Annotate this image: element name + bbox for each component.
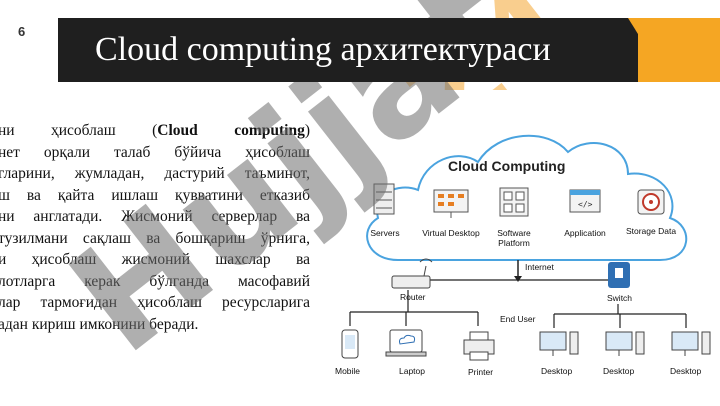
laptop-icon [385, 329, 427, 357]
body-line: лар тармоғидан ҳисоблаш ресурсларига [0, 294, 310, 311]
cloud-title: Cloud Computing [448, 158, 566, 174]
body-line: ни англатади. Жисмоний серверлар ва [0, 208, 310, 225]
svg-text:</>: </> [578, 200, 593, 209]
device-label-printer: Printer [468, 367, 494, 377]
device-label-desktop-3: Desktop [670, 366, 702, 376]
header-dark-band [58, 18, 638, 82]
diagram-svg: </> [341, 134, 711, 361]
device-label-desktop-1: Desktop [541, 366, 573, 376]
desktop-icon [605, 331, 645, 356]
internet-label: Internet [525, 262, 554, 272]
body-line: ни ҳисоблаш (Cloud computing) [0, 122, 310, 139]
server-rack-icon [373, 183, 395, 215]
virtual-desktop-icon [433, 189, 469, 218]
service-label-application: Application [564, 228, 606, 238]
device-label-laptop: Laptop [399, 366, 425, 376]
body-line: ш ва қайта ишлаш қувватини етказиб [0, 186, 310, 204]
body-line: тузилмани сақлаш ва бошқариш ўрнига, [0, 229, 310, 247]
software-platform-icon [499, 187, 529, 217]
storage-disk-icon [637, 189, 665, 215]
body-paragraph: ни ҳисоблаш (Cloud computing) нет орқали… [0, 120, 310, 335]
service-label-servers: Servers [370, 228, 400, 238]
body-line: нет орқали талаб бўйича ҳисоблаш [0, 143, 310, 161]
service-label-virtual-desktop: Virtual Desktop [422, 228, 480, 238]
desktop-icon [539, 331, 579, 356]
service-label-storage-data: Storage Data [625, 226, 677, 236]
service-label-software-platform: Software Platform [497, 228, 531, 248]
device-label-desktop-2: Desktop [603, 366, 635, 376]
router-label: Router [400, 292, 426, 302]
body-line: лотларга керак бўлганда масофавий [0, 272, 310, 290]
application-code-icon: </> [569, 189, 601, 213]
body-line: адан кириш имконини беради. [0, 315, 199, 333]
cloud-architecture-diagram: </> [328, 90, 720, 406]
printer-icon [463, 331, 495, 361]
page-number-box [0, 0, 50, 62]
body-line: и ҳисоблаш жисмоний шахслар ва [0, 251, 310, 268]
page-number: 6 [18, 24, 26, 39]
desktop-icon [671, 331, 711, 356]
end-user-label: End User [500, 314, 536, 324]
body-line: гларини, жумладан, дастурий таъминот, [0, 165, 310, 182]
device-label-mobile: Mobile [335, 366, 361, 376]
switch-label: Switch [607, 293, 633, 303]
router-icon [391, 258, 433, 289]
switch-icon [608, 262, 630, 288]
slide-title: Cloud computing архитектураси [95, 31, 551, 68]
mobile-icon [341, 329, 359, 359]
